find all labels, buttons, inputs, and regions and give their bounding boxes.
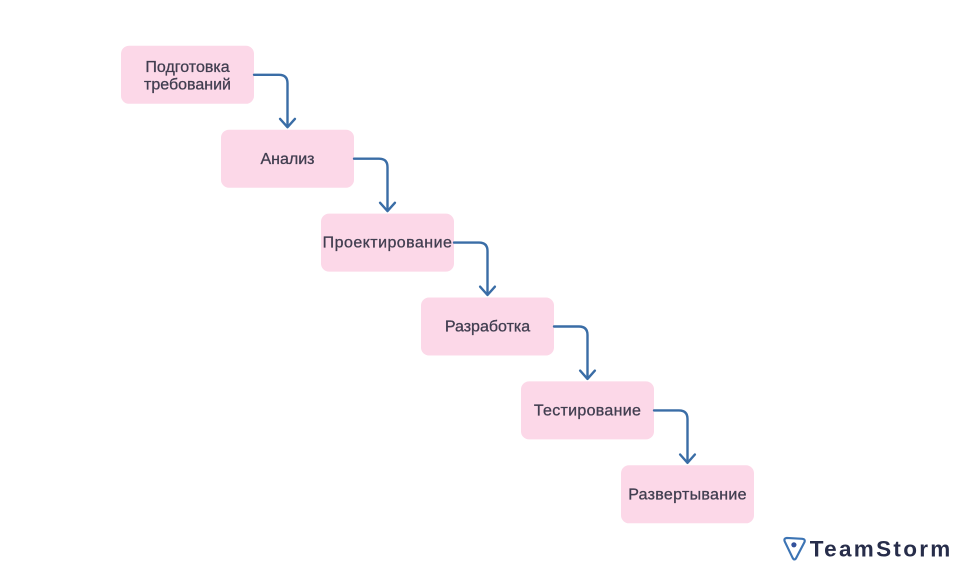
svg-text:Проектирование: Проектирование bbox=[323, 235, 453, 252]
svg-text:требований: требований bbox=[144, 77, 231, 94]
svg-text:Подготовка: Подготовка bbox=[145, 59, 229, 76]
svg-text:Анализ: Анализ bbox=[260, 151, 314, 168]
svg-text:TeamStorm: TeamStorm bbox=[810, 537, 953, 562]
svg-text:Тестирование: Тестирование bbox=[534, 403, 641, 420]
svg-text:Разработка: Разработка bbox=[445, 319, 530, 336]
svg-text:Развертывание: Развертывание bbox=[628, 486, 747, 503]
